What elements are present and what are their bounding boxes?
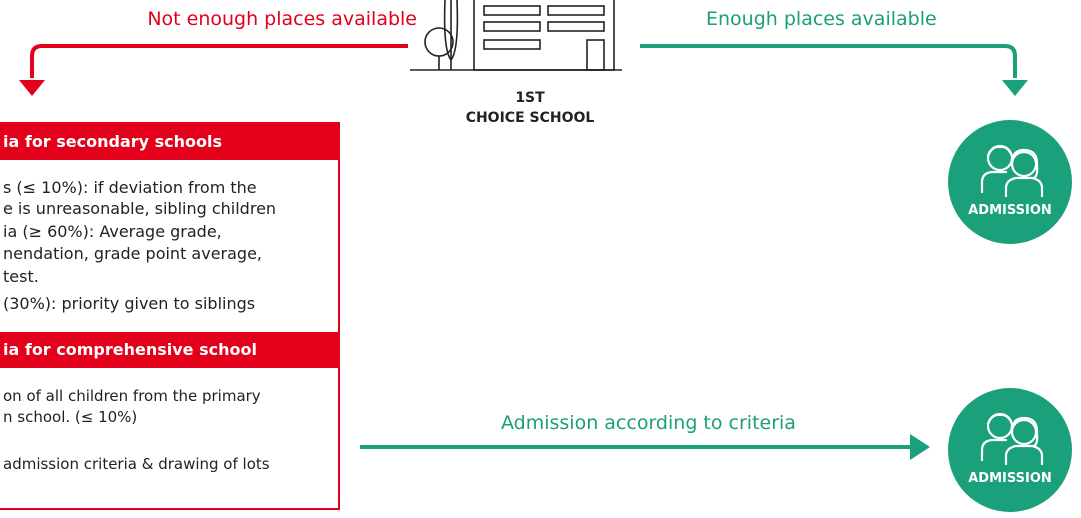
- first-choice-school-caption: 1ST CHOICE SCHOOL: [430, 88, 630, 128]
- not-enough-places-label: Not enough places available: [147, 8, 417, 30]
- comprehensive-criteria-title: ia for comprehensive school: [3, 340, 257, 359]
- criteria-box: ia for secondary schools s (≤ 10%): if d…: [0, 122, 340, 510]
- children-icon: [980, 412, 1044, 466]
- school-caption-line2: CHOICE SCHOOL: [465, 110, 595, 126]
- secondary-line-2: e is unreasonable, sibling children: [3, 199, 277, 218]
- enough-arrowhead: [1002, 80, 1028, 96]
- secondary-criteria-title: ia for secondary schools: [3, 132, 223, 151]
- school-caption-line1: 1ST: [515, 90, 545, 106]
- secondary-line-5: test.: [3, 267, 39, 286]
- secondary-line-6: (30%): priority given to siblings: [3, 294, 256, 313]
- school-building-icon: [410, 0, 622, 71]
- admission-label-bottom: ADMISSION: [968, 471, 1052, 486]
- secondary-line-3: ia (≥ 60%): Average grade,: [3, 222, 222, 241]
- secondary-line-4: nendation, grade point average,: [3, 244, 263, 263]
- admission-criteria-label: Admission according to criteria: [501, 412, 796, 434]
- comprehensive-line-1: on of all children from the primary: [3, 387, 261, 405]
- comprehensive-line-3: admission criteria & drawing of lots: [3, 455, 270, 473]
- comprehensive-line-2: n school. (≤ 10%): [3, 408, 138, 426]
- admission-label-top: ADMISSION: [968, 203, 1052, 218]
- admission-badge-top: ADMISSION: [948, 120, 1072, 244]
- not-enough-arrowhead: [19, 80, 45, 96]
- admission-criteria-arrowhead: [910, 434, 930, 460]
- admission-badge-bottom: ADMISSION: [948, 388, 1072, 512]
- secondary-criteria-header: ia for secondary schools: [0, 124, 338, 160]
- not-enough-arrow: [30, 44, 408, 78]
- children-icon: [980, 144, 1044, 198]
- enough-places-label: Enough places available: [706, 8, 937, 30]
- comprehensive-criteria-header: ia for comprehensive school: [0, 332, 338, 368]
- enough-arrow: [640, 44, 1017, 78]
- secondary-line-1: s (≤ 10%): if deviation from the: [3, 178, 257, 197]
